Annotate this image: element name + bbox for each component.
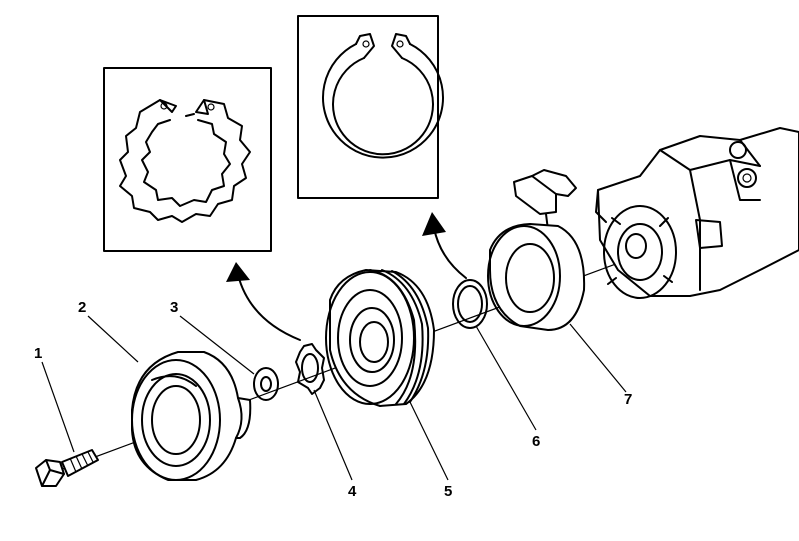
part-5-pulley [325, 269, 435, 407]
snap-ring-outer [322, 43, 444, 159]
leader-2 [87, 315, 139, 363]
callout-7: 7 [624, 391, 632, 408]
leader-3 [179, 315, 255, 375]
arrowhead-right [422, 212, 446, 236]
leader-6 [475, 325, 537, 431]
arrowhead-left [226, 262, 250, 282]
arrow-curve-to-right-inset [433, 227, 467, 279]
part-2-clutch-hub [131, 351, 252, 481]
part-6-snap-ring [452, 279, 488, 329]
coil-connector [513, 169, 577, 231]
arrow-curve-to-left-inset [237, 274, 301, 341]
callout-3: 3 [170, 299, 178, 316]
part-7-coil [487, 223, 586, 331]
lug-hole-right [396, 40, 404, 48]
callout-6: 6 [532, 433, 540, 450]
leader-5 [409, 401, 449, 481]
tab-hole-left [160, 102, 168, 110]
callout-4: 4 [348, 483, 357, 500]
mount-ear [695, 219, 723, 249]
part-3-washer [253, 367, 279, 401]
tab-hole-right [207, 103, 215, 111]
part-1-bolt [35, 449, 99, 487]
callout-5: 5 [444, 483, 452, 500]
inset-frame-right [297, 15, 439, 199]
tab-left [159, 99, 177, 113]
tab-right [195, 99, 209, 115]
leader-4 [313, 389, 353, 481]
detail-inset-snap-ring [297, 15, 444, 199]
arrows [226, 212, 467, 341]
leader-7 [569, 323, 627, 393]
callout-2: 2 [78, 299, 86, 316]
compressor-body [595, 127, 799, 299]
callout-labels: 1 2 3 4 5 6 7 [34, 299, 632, 500]
leader-lines [41, 315, 627, 481]
detail-inset-tabbed-ring [103, 67, 272, 252]
compressor-front-face [603, 205, 677, 299]
leader-1 [41, 361, 75, 453]
pulley-bore [359, 321, 389, 363]
compressor-shaft [625, 233, 647, 259]
callout-1: 1 [34, 345, 42, 362]
inset-frame-left [103, 67, 272, 252]
tabbed-ring-detail [119, 99, 251, 223]
snap-ring-inner [332, 57, 434, 156]
part-4-retaining-ring [295, 343, 325, 395]
snap-ring-lug-right [391, 33, 411, 59]
snap-ring-lug-left [355, 33, 375, 59]
lug-hole-left [362, 40, 370, 48]
